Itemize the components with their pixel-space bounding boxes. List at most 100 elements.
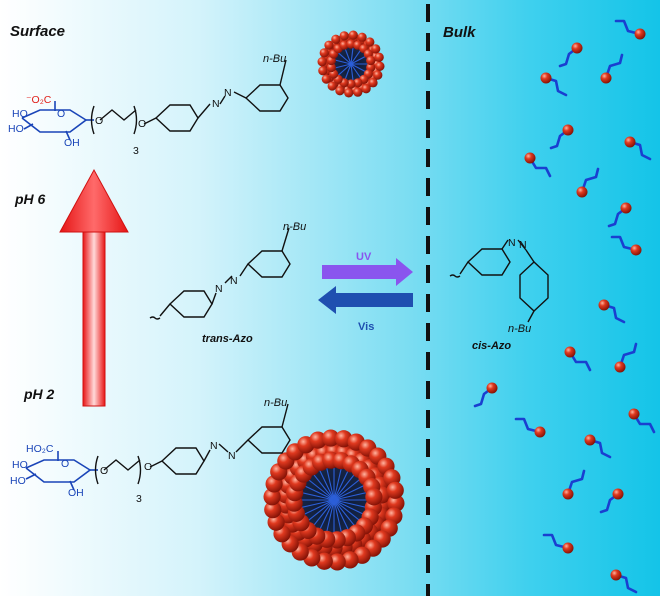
micelle-headgroup bbox=[317, 57, 327, 67]
cis-nitrogen-2: N bbox=[519, 239, 527, 251]
ring-oxygen-b: O bbox=[61, 458, 69, 470]
ph2-label: pH 2 bbox=[23, 386, 55, 402]
micelle-headgroup bbox=[324, 40, 334, 50]
micelle-large-icon bbox=[263, 429, 405, 571]
acid-group: HO₂C bbox=[26, 443, 54, 455]
micelle-headgroup bbox=[371, 44, 381, 54]
surfactant-monomer-icon bbox=[624, 136, 652, 161]
surfactant-monomer-icon bbox=[473, 382, 498, 408]
micelle-headgroup bbox=[318, 66, 328, 76]
surfactant-monomer-icon bbox=[614, 19, 646, 40]
micelle-headgroup bbox=[264, 501, 282, 519]
micelle-headgroup bbox=[319, 48, 329, 58]
surfactant-monomer-icon bbox=[540, 72, 568, 97]
micelle-headgroup bbox=[353, 87, 363, 97]
surfactant-monomer-icon bbox=[600, 53, 624, 84]
trans-azo-label: trans-Azo bbox=[202, 333, 253, 345]
bulk-label: Bulk bbox=[443, 24, 476, 41]
micelle-headgroup bbox=[386, 481, 404, 499]
micelle-headgroup bbox=[373, 70, 383, 80]
surfactant-monomer-icon bbox=[614, 342, 638, 373]
vis-label: Vis bbox=[358, 321, 374, 333]
micelle-headgroup bbox=[328, 553, 346, 571]
azo-nitrogen-b1: N bbox=[210, 440, 218, 452]
micelle-headgroup bbox=[348, 30, 358, 40]
micelle-headgroup bbox=[309, 431, 327, 449]
surface-label: Surface bbox=[10, 23, 65, 40]
carboxylate-group: ⁻O₂C bbox=[26, 94, 52, 106]
azo-nitrogen-2: N bbox=[224, 87, 232, 99]
surfactant-monomer-icon bbox=[514, 417, 546, 438]
micelle-headgroup bbox=[346, 39, 356, 49]
surfactant-monomer-icon bbox=[610, 569, 638, 594]
micelle-headgroup bbox=[374, 52, 384, 62]
hydroxyl-b1: HO bbox=[12, 459, 28, 471]
micelle-headgroup bbox=[366, 55, 376, 66]
ether-oxygen-b2: O bbox=[144, 461, 152, 473]
ring-oxygen: O bbox=[57, 108, 65, 120]
surfactant-monomer-icon bbox=[599, 488, 624, 514]
micelle-headgroup bbox=[365, 488, 383, 506]
surfactant-monomer-icon bbox=[558, 42, 583, 68]
butyl-group-b: n-Bu bbox=[264, 397, 287, 409]
bulk-monomers bbox=[473, 19, 656, 594]
micelle-headgroup bbox=[375, 61, 385, 71]
red-up-arrow-icon bbox=[59, 168, 129, 407]
micelle-headgroup bbox=[339, 40, 349, 50]
cis-nitrogen-1: N bbox=[508, 237, 516, 249]
micelle-headgroup bbox=[335, 86, 345, 96]
trans-butyl: n-Bu bbox=[283, 221, 306, 233]
ether-oxygen-b1: O bbox=[100, 465, 108, 477]
trans-nitrogen-1: N bbox=[215, 283, 223, 295]
micelle-headgroup bbox=[263, 488, 281, 506]
hydroxyl-b3: OH bbox=[68, 487, 84, 499]
hydroxyl-3: OH bbox=[64, 137, 80, 149]
hydroxyl-b2: HO bbox=[10, 475, 26, 487]
micelle-headgroup bbox=[327, 81, 337, 91]
uv-label: UV bbox=[356, 251, 372, 263]
micelle-small-icon bbox=[317, 30, 385, 98]
surfactant-monomer-icon bbox=[584, 434, 612, 459]
repeat-count: 3 bbox=[133, 145, 139, 157]
carboxylic-acid-surfactant-molecule: HO₂C O HO HO OH O O 3 N N n-Bu bbox=[10, 397, 291, 505]
micelle-headgroup bbox=[346, 79, 356, 89]
micelle-headgroup bbox=[353, 78, 363, 88]
cis-azo-label: cis-Azo bbox=[472, 340, 511, 352]
surfactant-monomer-icon bbox=[628, 408, 656, 434]
surfactant-monomer-icon bbox=[542, 533, 574, 554]
surfactant-monomer-icon bbox=[576, 167, 600, 198]
surfactant-monomer-icon bbox=[524, 152, 552, 178]
uv-arrow-icon bbox=[322, 258, 413, 286]
trans-azo-structure: N N n-Bu bbox=[149, 221, 306, 320]
micelle-headgroup bbox=[322, 429, 340, 447]
surfactant-monomer-icon bbox=[549, 124, 574, 150]
micelle-headgroup bbox=[326, 62, 336, 73]
cis-butyl: n-Bu bbox=[508, 323, 531, 335]
surfactant-monomer-icon bbox=[564, 346, 592, 372]
surfactant-monomer-icon bbox=[607, 202, 632, 228]
micelle-headgroup bbox=[361, 84, 371, 94]
micelle-headgroup bbox=[331, 34, 341, 44]
butyl-group: n-Bu bbox=[263, 53, 286, 65]
micelle-headgroup bbox=[387, 494, 405, 512]
micelle-headgroup bbox=[368, 78, 378, 88]
micelle-headgroup bbox=[344, 88, 354, 98]
ether-oxygen-2: O bbox=[138, 118, 146, 130]
hydroxyl-1: HO bbox=[12, 108, 28, 120]
vis-arrow-icon bbox=[318, 286, 413, 314]
azo-nitrogen-1: N bbox=[212, 98, 220, 110]
micelle-headgroup bbox=[339, 31, 349, 41]
hydroxyl-2: HO bbox=[8, 123, 24, 135]
carboxylate-surfactant-molecule: ⁻O₂C O HO HO OH O O 3 N N n-Bu bbox=[8, 53, 289, 157]
cis-azo-structure: N N n-Bu bbox=[449, 237, 549, 335]
surfactant-monomer-icon bbox=[610, 235, 642, 256]
ph6-label: pH 6 bbox=[14, 191, 46, 207]
surfactant-monomer-icon bbox=[598, 299, 626, 324]
micelle-headgroup bbox=[341, 551, 359, 569]
trans-nitrogen-2: N bbox=[230, 275, 238, 287]
surfactant-monomer-icon bbox=[562, 469, 586, 500]
repeat-count-b: 3 bbox=[136, 493, 142, 505]
azo-nitrogen-b2: N bbox=[228, 450, 236, 462]
